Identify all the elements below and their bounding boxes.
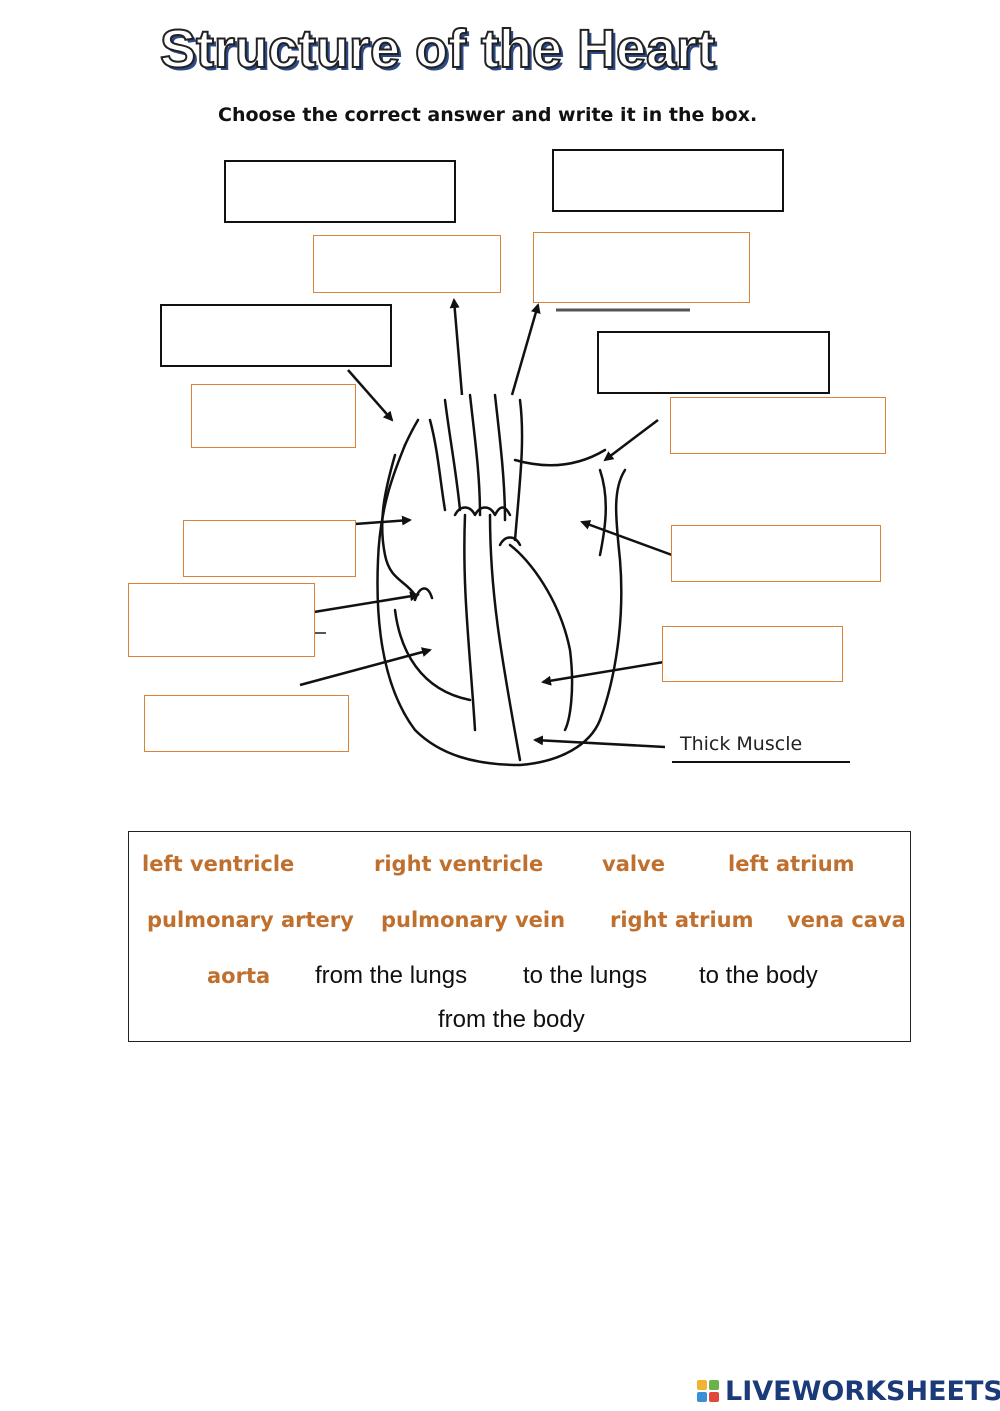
word-left-ventricle: left ventricle [142, 852, 295, 876]
heart-diagram [299, 298, 850, 767]
arrow-valve [313, 591, 420, 614]
answer-box-10[interactable] [671, 525, 881, 582]
answer-box-13[interactable] [144, 695, 349, 752]
arrow-pulmonary-vein [603, 419, 659, 462]
answer-box-5[interactable] [160, 304, 392, 367]
answer-box-4[interactable] [533, 232, 750, 303]
aorta-outer [513, 398, 524, 542]
word-pulmonary-artery: pulmonary artery [147, 908, 354, 932]
word-pulmonary-vein: pulmonary vein [381, 908, 566, 932]
heart-outline-right [598, 468, 627, 722]
arrow-left-atrium [580, 520, 673, 557]
answer-box-1[interactable] [224, 160, 456, 223]
word-bank: left ventricle right ventricle valve lef… [128, 831, 911, 1042]
answer-box-6[interactable] [597, 331, 830, 394]
pulmonary-artery-right [443, 398, 462, 512]
answer-box-3[interactable] [313, 235, 501, 293]
valve-top [453, 506, 512, 517]
word-right-atrium: right atrium [610, 908, 754, 932]
inner-wall-left [393, 608, 472, 702]
pulmonary-vein-branch [513, 448, 607, 467]
word-from-the-lungs: from the lungs [315, 962, 468, 989]
liveworksheets-logo: LIVEWORKSHEETS [697, 1374, 1000, 1408]
answer-box-12[interactable] [662, 626, 843, 682]
answer-box-2[interactable] [552, 149, 784, 212]
vena-cava-left [403, 418, 420, 447]
word-to-the-lungs: to the lungs [523, 962, 648, 989]
heart-outline-left [376, 443, 602, 767]
valve-right [498, 536, 522, 547]
aorta-left [468, 393, 482, 517]
arrow-right-ventricle [299, 647, 432, 687]
answer-box-11[interactable] [128, 583, 315, 657]
word-vena-cava: vena cava [787, 908, 906, 932]
arrow-right-atrium [354, 515, 412, 526]
word-valve: valve [602, 852, 665, 876]
word-from-the-body: from the body [438, 1006, 585, 1033]
inner-wall-right [508, 543, 574, 732]
septum-left [463, 513, 477, 732]
arrow-aorta [449, 298, 464, 396]
arrow-pulmonary-artery [510, 303, 541, 396]
word-aorta: aorta [207, 964, 271, 988]
answer-box-8[interactable] [670, 397, 886, 454]
arrow-left-ventricle [541, 660, 665, 686]
instruction-text: Choose the correct answer and write it i… [218, 104, 758, 126]
right-atrium-wall [380, 453, 417, 597]
worksheet-title: Structure of the Heart [159, 18, 716, 80]
pulmonary-artery-left [428, 418, 447, 512]
brand-name: LIVEWORKSHEETS [725, 1375, 1000, 1407]
answer-box-7[interactable] [191, 384, 356, 448]
word-to-the-body: to the body [699, 962, 818, 989]
aorta-right [493, 393, 507, 522]
thick-muscle-label: Thick Muscle [680, 733, 803, 755]
logo-grid-icon [697, 1380, 719, 1402]
left-atrium-wall [598, 468, 608, 557]
answer-box-9[interactable] [183, 520, 356, 577]
word-left-atrium: left atrium [728, 852, 855, 876]
arrow-vena-cava [347, 369, 394, 422]
arrow-thick-muscle [533, 735, 666, 749]
word-right-ventricle: right ventricle [374, 852, 544, 876]
septum-right [488, 513, 522, 762]
